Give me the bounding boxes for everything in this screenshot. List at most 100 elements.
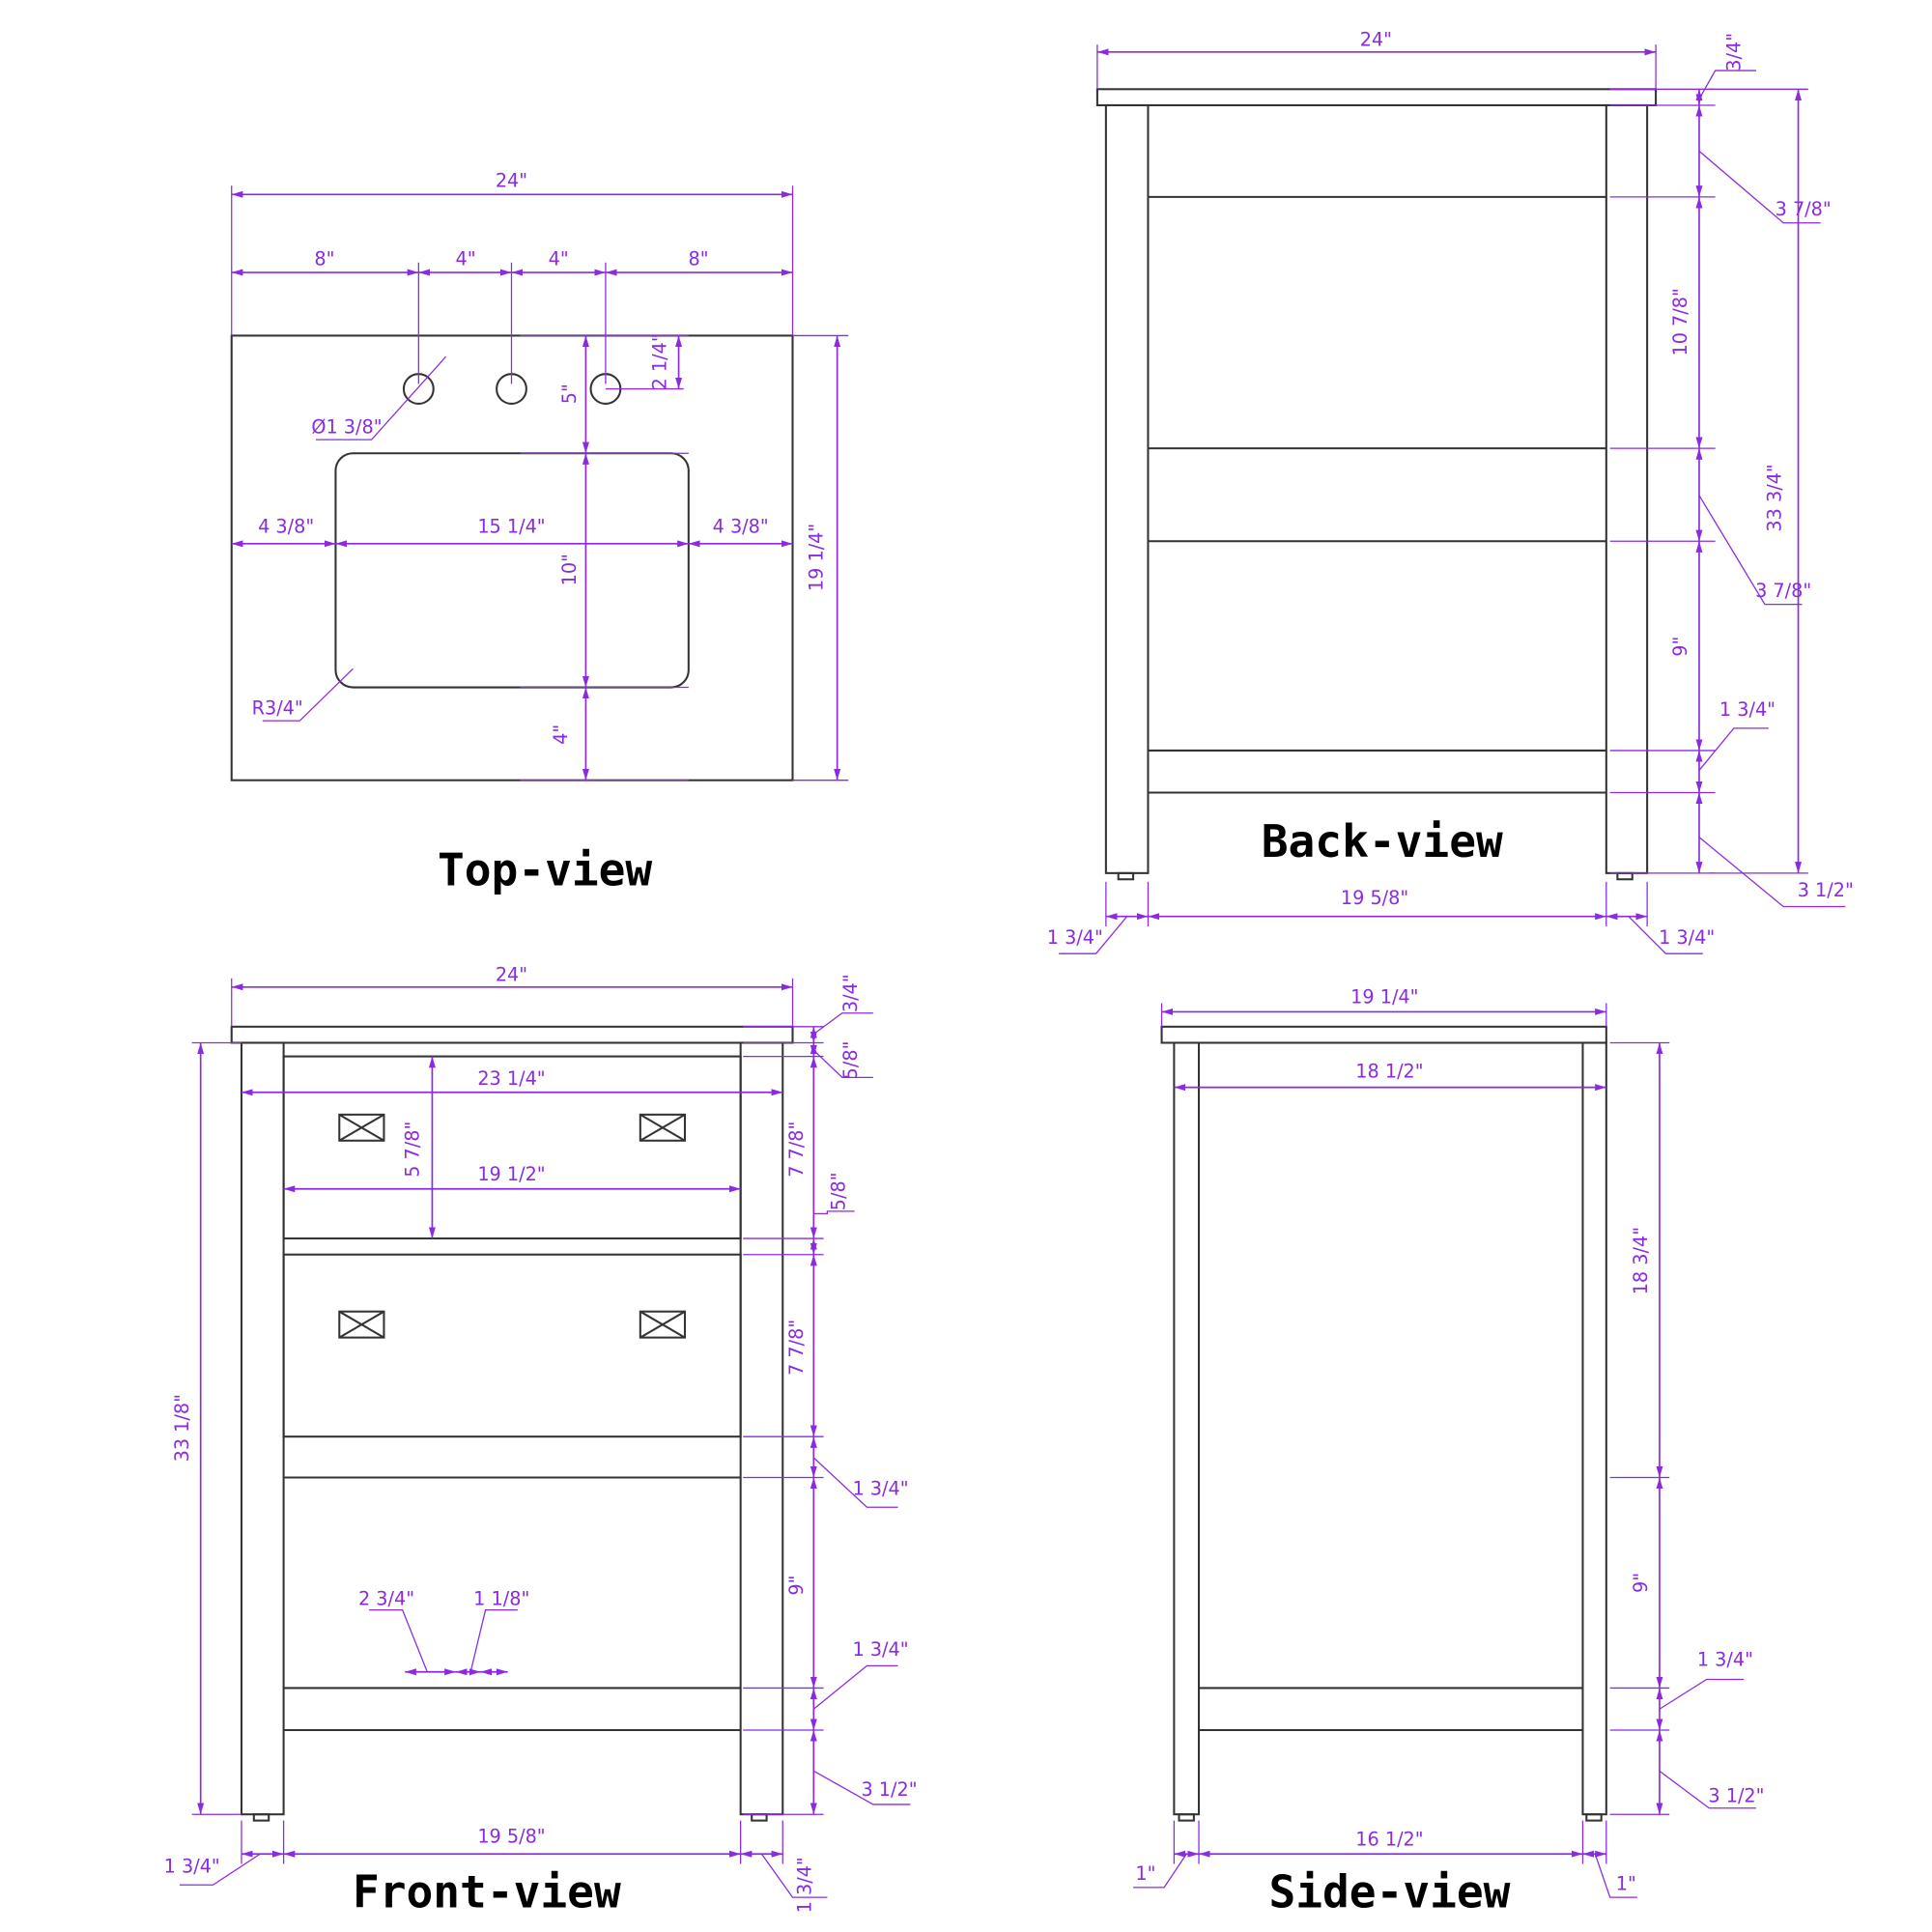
- back-view-title: Back-view: [1262, 815, 1503, 867]
- countertop-outline: [230, 334, 794, 781]
- drawer-handles: [338, 1113, 686, 1339]
- dimension-label: 7 7/8": [785, 1320, 808, 1376]
- drawer-top: [282, 1055, 742, 1240]
- dimension-label: 3 7/8": [1776, 198, 1832, 220]
- dimension-label: 9": [785, 1575, 808, 1595]
- leader-line: [812, 1457, 898, 1508]
- top-slab: [230, 1025, 794, 1044]
- foot-left: [1178, 1813, 1195, 1822]
- dimension-label: 8": [689, 247, 709, 270]
- drawer-handle-icon: [338, 1113, 385, 1142]
- drawer-handle-icon: [639, 1113, 686, 1142]
- dimension-label: 7 7/8": [785, 1122, 808, 1178]
- dimension-label: 4": [456, 247, 476, 270]
- leader-line: [315, 355, 447, 440]
- leader-line: [179, 1853, 261, 1886]
- dimension-label: 1 1/8": [473, 1588, 529, 1610]
- leader-line: [1698, 727, 1769, 771]
- top-slab: [1095, 88, 1658, 107]
- rails: [1148, 195, 1606, 794]
- dimension-label: 4 3/8": [713, 515, 769, 537]
- leader-line: [812, 1770, 911, 1805]
- leg-right: [1605, 103, 1649, 874]
- top-slab: [1160, 1025, 1607, 1044]
- dimension-label: 4 3/8": [258, 515, 314, 537]
- leader-line: [369, 1609, 428, 1673]
- front-view: Front-view: [230, 1025, 794, 1918]
- leader-line: [469, 1609, 518, 1672]
- leader-line: [1698, 150, 1821, 224]
- dimension-label: 3 1/2": [861, 1778, 917, 1801]
- dimension-label: 9": [1669, 637, 1691, 657]
- dimension-label: 33 1/8": [171, 1394, 193, 1462]
- dimension-label: R3/4": [252, 697, 303, 720]
- dimension-label: 24": [496, 170, 527, 192]
- drawer-handle-icon: [639, 1310, 686, 1339]
- leader-line: [812, 1012, 873, 1036]
- leg-left: [1173, 1041, 1201, 1816]
- leg-left: [240, 1041, 285, 1816]
- dimension-label: 33 3/4": [1764, 464, 1786, 531]
- drawer-handle-icon: [338, 1310, 385, 1339]
- leader-line: [760, 1853, 828, 1898]
- top-view: Top-view: [230, 334, 794, 896]
- foot-right: [1616, 871, 1634, 881]
- front-view-title: Front-view: [353, 1865, 621, 1918]
- dimension-label: 2 1/4": [649, 333, 671, 389]
- dimension-label: 10 7/8": [1669, 288, 1691, 355]
- dimension-label: 1 3/4": [852, 1638, 908, 1661]
- leader-line: [812, 1049, 873, 1079]
- leader-line: [1698, 495, 1803, 606]
- sink-outline: [334, 452, 690, 689]
- dimension-label: 24": [1360, 28, 1392, 50]
- leader-line: [1659, 1770, 1756, 1809]
- dimension-label: 18 3/4": [1630, 1227, 1652, 1294]
- dimension-label: 19 1/4": [805, 524, 827, 591]
- dimension-label: 5 7/8": [401, 1122, 423, 1178]
- leg-right: [739, 1041, 784, 1816]
- dimension-label: 3 7/8": [1755, 580, 1811, 602]
- dimension-label: 1 3/4": [852, 1477, 908, 1499]
- top-view-title: Top-view: [438, 844, 652, 896]
- dimension-label: 2 3/4": [358, 1588, 414, 1610]
- leader-line: [813, 1210, 855, 1215]
- drawer-bottom: [282, 1253, 742, 1438]
- dimension-label: 5/8": [839, 1041, 862, 1080]
- dimension-label: 24": [496, 963, 527, 985]
- foot-right: [1585, 1813, 1603, 1822]
- dimension-label: 3/4": [839, 974, 862, 1012]
- leader-line: [1059, 916, 1128, 954]
- dimension-label: 15 1/4": [477, 515, 545, 537]
- dimension-label: 1 3/4": [1047, 926, 1103, 949]
- dimension-label: 16 1/2": [1355, 1828, 1423, 1850]
- foot-left: [252, 1813, 270, 1822]
- dimension-label: 5/8": [827, 1172, 849, 1210]
- dimension-label: 4": [550, 724, 572, 745]
- dimension-label: 19 1/4": [1350, 985, 1418, 1008]
- leader-line: [1659, 1678, 1745, 1710]
- dimension-label: 19 5/8": [1341, 887, 1408, 909]
- dimension-label: 5": [558, 384, 581, 404]
- leader-line: [1698, 70, 1756, 99]
- dimension-label: 10": [558, 554, 581, 585]
- leader-line: [262, 668, 354, 722]
- dimension-label: 4": [549, 247, 569, 270]
- dimension-label: 3 1/2": [1798, 879, 1854, 901]
- dimension-label: 1 3/4": [1697, 1648, 1753, 1670]
- leader-line: [812, 1664, 898, 1710]
- dimension-label: 23 1/4": [477, 1067, 545, 1090]
- foot-right: [751, 1813, 768, 1822]
- dimension-label: 19 1/2": [477, 1163, 545, 1185]
- leader-line: [1133, 1853, 1187, 1889]
- dimension-label: 1 3/4": [1659, 926, 1715, 949]
- dimension-label: 1 3/4": [164, 1855, 220, 1877]
- leader-line: [1628, 916, 1703, 954]
- dimension-label: 18 1/2": [1355, 1060, 1423, 1082]
- dimensions: 24"8"4"4"8"19 1/4"2 1/4"5"10"4"4 3/8"15 …: [164, 28, 1854, 1913]
- back-view: Back-view: [1095, 88, 1658, 881]
- foot-left: [1117, 871, 1135, 881]
- side-view-title: Side-view: [1268, 1865, 1510, 1918]
- dimension-label: 3 1/2": [1708, 1784, 1764, 1806]
